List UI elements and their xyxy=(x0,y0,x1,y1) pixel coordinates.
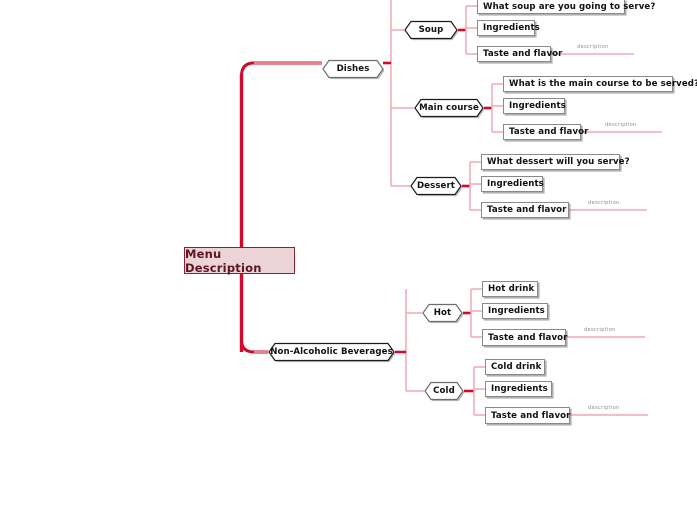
branch-node-main-course-label: Main course xyxy=(419,103,479,113)
hexagon-shape xyxy=(422,303,463,324)
leaf-hot-ingredients[interactable]: Ingredients xyxy=(482,303,548,319)
caption-text: description xyxy=(588,405,620,411)
root-node-label: Menu Description xyxy=(185,246,262,275)
leaf-label: Ingredients xyxy=(509,101,566,111)
branch-node-dishes[interactable]: Dishes xyxy=(322,58,384,80)
caption-text: description xyxy=(588,200,620,206)
branch-node-hot[interactable]: Hot xyxy=(422,302,463,324)
leaf-cold-taste-and-flavor[interactable]: Taste and flavor xyxy=(485,407,570,424)
leaf-cold-drink[interactable]: Cold drink xyxy=(485,359,545,375)
leaf-label: Ingredients xyxy=(483,23,540,33)
leaf-label: Ingredients xyxy=(488,306,545,316)
caption-hot-description: description xyxy=(584,327,616,333)
edge-trunk-bottom-elbow xyxy=(240,339,268,354)
branch-node-dishes-label: Dishes xyxy=(336,64,370,74)
hexagon-shape xyxy=(404,20,458,41)
leaf-label: What is the main course to be served? xyxy=(509,79,697,89)
branch-node-soup[interactable]: Soup xyxy=(404,19,458,41)
caption-dessert-description: description xyxy=(588,200,620,206)
leaf-main-course-ingredients[interactable]: Ingredients xyxy=(503,98,566,114)
leaf-dessert-taste-and-flavor[interactable]: Taste and flavor xyxy=(481,202,569,218)
hexagon-shape xyxy=(322,59,384,80)
branch-node-soup-label: Soup xyxy=(418,25,444,35)
leaf-label: Taste and flavor xyxy=(488,332,568,343)
leaf-dessert-ingredients[interactable]: Ingredients xyxy=(481,176,544,192)
leaf-label: Cold drink xyxy=(491,362,542,372)
leaf-soup-question[interactable]: What soup are you going to serve? xyxy=(477,0,655,14)
branch-node-non-alcoholic-beverages-label: Non-Alcoholic Beverages xyxy=(270,347,393,357)
leaf-label: Hot drink xyxy=(488,284,535,294)
branch-node-cold[interactable]: Cold xyxy=(424,380,464,402)
branch-node-dessert-label: Dessert xyxy=(416,181,456,191)
caption-text: description xyxy=(577,44,609,50)
branch-node-main-course[interactable]: Main course xyxy=(414,97,484,119)
leaf-label: Taste and flavor xyxy=(491,410,571,421)
leaf-label: Ingredients xyxy=(491,384,548,394)
hexagon-shape xyxy=(268,342,395,363)
caption-main-course-description: description xyxy=(605,122,637,128)
leaf-hot-taste-and-flavor[interactable]: Taste and flavor xyxy=(482,329,568,346)
branch-node-hot-label: Hot xyxy=(433,308,452,318)
caption-text: description xyxy=(584,327,616,333)
caption-cold-description: description xyxy=(588,405,620,411)
leaf-soup-taste-and-flavor[interactable]: Taste and flavor xyxy=(477,46,562,62)
caption-text: description xyxy=(605,122,637,128)
leaf-hot-drink[interactable]: Hot drink xyxy=(482,281,538,297)
leaf-main-course-question[interactable]: What is the main course to be served? xyxy=(503,76,697,92)
edge-trunk-top-elbow xyxy=(240,61,322,77)
hexagon-shape xyxy=(414,98,484,119)
leaf-main-course-taste-and-flavor[interactable]: Taste and flavor xyxy=(503,124,588,140)
branch-node-dessert[interactable]: Dessert xyxy=(410,175,462,197)
hexagon-shape xyxy=(410,176,462,197)
leaf-label: Ingredients xyxy=(487,179,544,189)
branch-node-cold-label: Cold xyxy=(433,386,455,396)
leaf-label: Taste and flavor xyxy=(509,127,589,137)
leaf-label: Taste and flavor xyxy=(487,205,567,215)
root-node-menu-description[interactable]: Menu Description xyxy=(184,246,295,275)
leaf-label: Taste and flavor xyxy=(483,49,563,59)
leaf-cold-ingredients[interactable]: Ingredients xyxy=(485,381,552,397)
leaf-label: What dessert will you serve? xyxy=(487,157,630,167)
hexagon-shape xyxy=(424,381,464,402)
leaf-label: What soup are you going to serve? xyxy=(483,1,656,12)
branch-node-non-alcoholic-beverages[interactable]: Non-Alcoholic Beverages xyxy=(268,341,395,363)
caption-soup-description: description xyxy=(577,44,609,50)
leaf-dessert-question[interactable]: What dessert will you serve? xyxy=(481,154,630,170)
leaf-soup-ingredients[interactable]: Ingredients xyxy=(477,20,540,36)
